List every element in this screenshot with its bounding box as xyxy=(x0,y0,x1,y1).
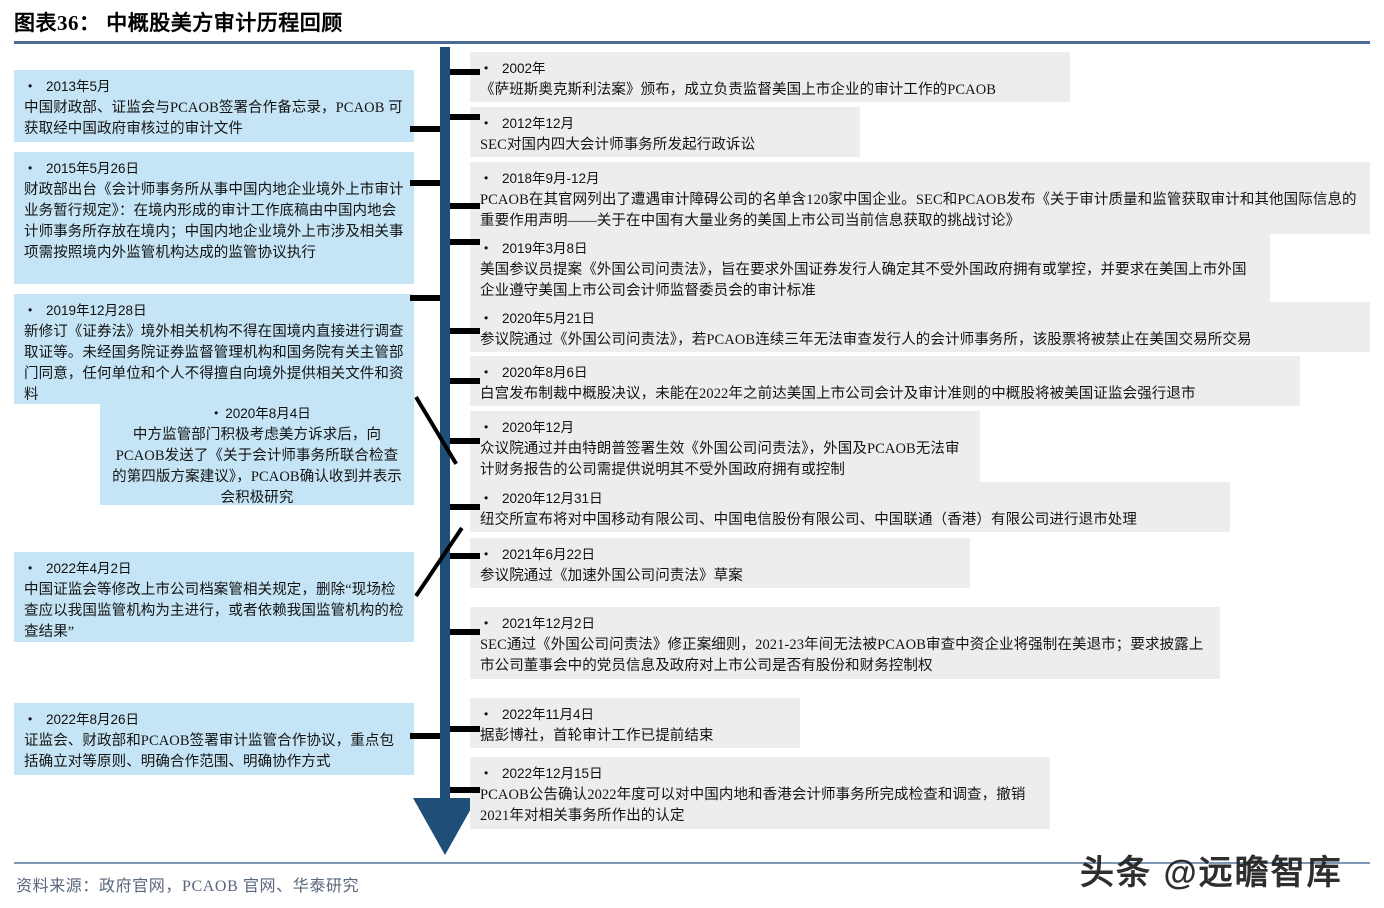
page-title: 图表36： 中概股美方审计历程回顾 xyxy=(14,11,343,35)
timeline-event-right-3: 2018年9月-12月 PCAOB在其官网列出了遭遇审计障碍公司的名单含120家… xyxy=(470,162,1370,234)
event-body: PCAOB公告确认2022年度可以对中国内地和香港会计师事务所完成检查和调查，撤… xyxy=(480,787,1026,824)
watermark-logo: 头条 @远瞻智库 xyxy=(1080,854,1343,892)
event-date: 2021年12月2日 xyxy=(480,613,1210,634)
connector-left-5-diagonal xyxy=(414,526,464,598)
connector-left-6 xyxy=(410,733,440,739)
event-date: 2015年5月26日 xyxy=(24,158,404,179)
connector-left-4-diagonal xyxy=(414,395,458,465)
event-body: 美国参议员提案《外国公司问责法》，旨在要求外国证券发行人确定其不受外国政府拥有或… xyxy=(480,262,1247,299)
event-body: 中国证监会等修改上市公司档案管相关规定，删除“现场检查应以我国监管机构为主进行，… xyxy=(24,582,404,640)
footer-divider xyxy=(14,862,1370,864)
event-body: SEC通过《外国公司问责法》修正案细则，2021-23年间无法被PCAOB审查中… xyxy=(480,637,1204,674)
event-date: 2022年4月2日 xyxy=(24,558,404,579)
timeline-event-right-4: 2019年3月8日 美国参议员提案《外国公司问责法》，旨在要求外国证券发行人确定… xyxy=(470,232,1270,304)
connector-right-5 xyxy=(450,328,480,334)
timeline-event-right-11: 2022年11月4日 据彭博社，首轮审计工作已提前结束 xyxy=(470,698,800,748)
event-body: PCAOB在其官网列出了遭遇审计障碍公司的名单含120家中国企业。SEC和PCA… xyxy=(480,192,1357,229)
event-body: 白宫发布制裁中概股决议，未能在2022年之前达美国上市公司会计及审计准则的中概股… xyxy=(480,386,1196,402)
connector-right-2 xyxy=(450,114,480,120)
event-body: 参议院通过《加速外国公司问责法》草案 xyxy=(480,568,743,584)
timeline-event-right-7: 2020年12月 众议院通过并由特朗普签署生效《外国公司问责法》，外国及PCAO… xyxy=(470,411,980,483)
event-body: 新修订《证券法》境外相关机构不得在国境内直接进行调查取证等。未经国务院证券监督管… xyxy=(24,324,404,403)
connector-right-1 xyxy=(450,69,480,75)
event-date: 2019年12月28日 xyxy=(24,300,404,321)
event-date: 2020年8月4日 xyxy=(110,403,404,424)
event-date: 2019年3月8日 xyxy=(480,238,1260,259)
connector-right-6 xyxy=(450,378,480,384)
connector-left-1 xyxy=(410,126,440,132)
connector-right-10 xyxy=(450,629,480,635)
connector-right-12 xyxy=(450,787,480,793)
timeline-event-right-9: 2021年6月22日 参议院通过《加速外国公司问责法》草案 xyxy=(470,538,970,588)
connector-left-2 xyxy=(410,180,440,186)
event-body: 据彭博社，首轮审计工作已提前结束 xyxy=(480,728,714,744)
event-date: 2022年11月4日 xyxy=(480,704,790,725)
timeline-event-left-6: 2022年8月26日 证监会、财政部和PCAOB签署审计监管合作协议，重点包括确… xyxy=(14,703,414,775)
timeline-event-right-8: 2020年12月31日 纽交所宣布将对中国移动有限公司、中国电信股份有限公司、中… xyxy=(470,482,1230,532)
connector-right-9 xyxy=(450,553,480,559)
connector-right-3 xyxy=(450,203,480,209)
timeline-event-left-5: 2022年4月2日 中国证监会等修改上市公司档案管相关规定，删除“现场检查应以我… xyxy=(14,552,414,642)
connector-right-8 xyxy=(450,504,480,510)
event-date: 2013年5月 xyxy=(24,76,404,97)
timeline-event-right-2: 2012年12月 SEC对国内四大会计师事务所发起行政诉讼 xyxy=(470,107,860,157)
event-date: 2012年12月 xyxy=(480,113,850,134)
event-body: 纽交所宣布将对中国移动有限公司、中国电信股份有限公司、中国联通（香港）有限公司进… xyxy=(480,512,1137,528)
timeline-event-right-10: 2021年12月2日 SEC通过《外国公司问责法》修正案细则，2021-23年间… xyxy=(470,607,1220,679)
connector-left-3 xyxy=(410,295,440,301)
event-body: 财政部出台《会计师事务所从事中国内地企业境外上市审计业务暂行规定》：在境内形成的… xyxy=(24,182,404,261)
source-note: 资料来源：政府官网，PCAOB 官网、华泰研究 xyxy=(16,878,360,895)
connector-right-4 xyxy=(450,239,480,245)
event-date: 2020年8月6日 xyxy=(480,362,1290,383)
timeline-event-right-5: 2020年5月21日 参议院通过《外国公司问责法》，若PCAOB连续三年无法审查… xyxy=(470,302,1370,352)
timeline-event-left-4: 2020年8月4日 中方监管部门积极考虑美方诉求后，向PCAOB发送了《关于会计… xyxy=(100,397,414,506)
event-date: 2021年6月22日 xyxy=(480,544,960,565)
event-body: 中国财政部、证监会与PCAOB签署合作备忘录，PCAOB 可获取经中国政府审核过… xyxy=(24,100,403,137)
event-date: 2018年9月-12月 xyxy=(480,168,1360,189)
event-body: SEC对国内四大会计师事务所发起行政诉讼 xyxy=(480,137,756,153)
event-date: 2022年12月15日 xyxy=(480,763,1040,784)
event-body: 参议院通过《外国公司问责法》，若PCAOB连续三年无法审查发行人的会计师事务所，… xyxy=(480,332,1252,348)
connector-right-11 xyxy=(450,726,480,732)
event-body: 证监会、财政部和PCAOB签署审计监管合作协议，重点包括确立对等原则、明确合作范… xyxy=(24,733,395,770)
event-body: 《萨班斯奥克斯利法案》颁布，成立负责监督美国上市企业的审计工作的PCAOB xyxy=(480,82,997,98)
timeline-event-left-3: 2019年12月28日 新修订《证券法》境外相关机构不得在国境内直接进行调查取证… xyxy=(14,294,414,404)
timeline-event-left-1: 2013年5月 中国财政部、证监会与PCAOB签署合作备忘录，PCAOB 可获取… xyxy=(14,70,414,142)
event-body: 众议院通过并由特朗普签署生效《外国公司问责法》，外国及PCAOB无法审计财务报告… xyxy=(480,441,960,478)
timeline-event-right-1: 2002年 《萨班斯奥克斯利法案》颁布，成立负责监督美国上市企业的审计工作的PC… xyxy=(470,52,1070,102)
timeline-arrow-icon xyxy=(413,798,477,855)
event-date: 2022年8月26日 xyxy=(24,709,404,730)
event-date: 2020年12月31日 xyxy=(480,488,1220,509)
event-date: 2002年 xyxy=(480,58,1060,79)
connector-right-7 xyxy=(450,438,480,444)
event-date: 2020年12月 xyxy=(480,417,970,438)
timeline-event-right-12: 2022年12月15日 PCAOB公告确认2022年度可以对中国内地和香港会计师… xyxy=(470,757,1050,829)
timeline-event-right-6: 2020年8月6日 白宫发布制裁中概股决议，未能在2022年之前达美国上市公司会… xyxy=(470,356,1300,406)
figure-title-bar: 图表36： 中概股美方审计历程回顾 xyxy=(14,8,1370,42)
event-body: 中方监管部门积极考虑美方诉求后，向PCAOB发送了《关于会计师事务所联合检查的第… xyxy=(112,427,402,506)
timeline-axis xyxy=(440,47,450,802)
timeline-event-left-2: 2015年5月26日 财政部出台《会计师事务所从事中国内地企业境外上市审计业务暂… xyxy=(14,152,414,284)
title-divider xyxy=(14,41,1370,44)
event-date: 2020年5月21日 xyxy=(480,308,1360,329)
